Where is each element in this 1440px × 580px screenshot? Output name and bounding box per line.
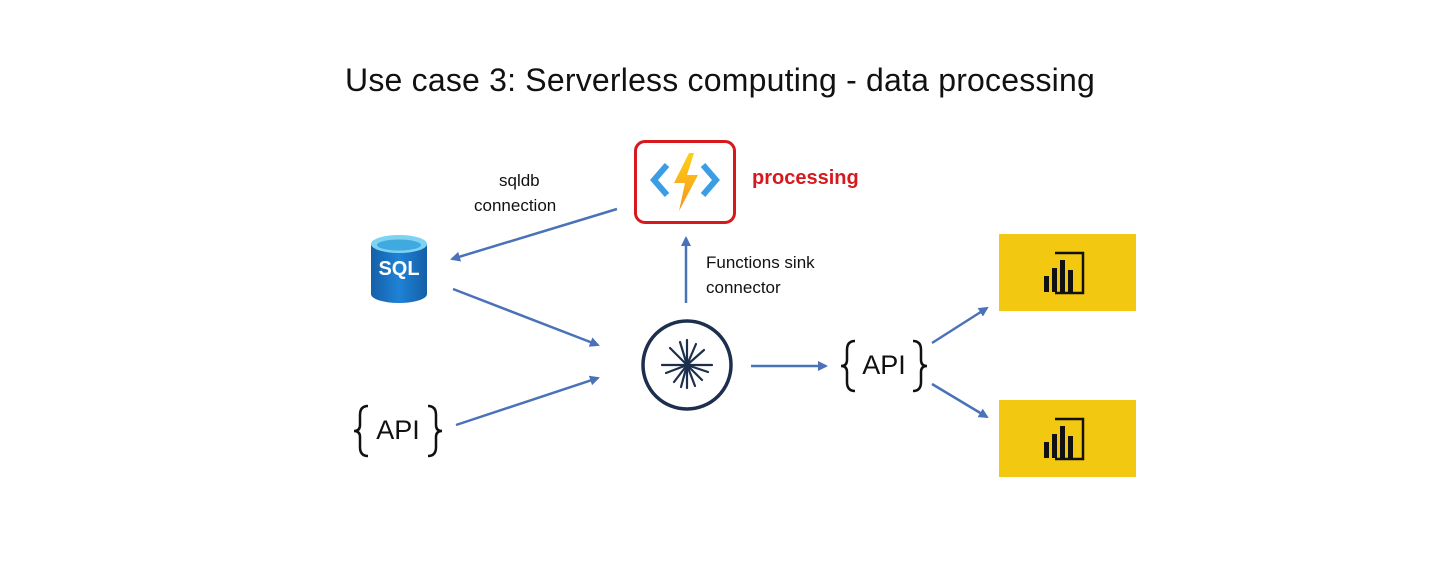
sink-label-line1: Functions sink [706,253,815,272]
arrow-api-to-powerbi-top [931,306,989,345]
api-node-left: API [352,403,444,459]
sql-database-icon: SQL [369,234,429,304]
api-left-text: API [376,415,420,445]
arrow-api-to-kafka [455,375,600,427]
azure-functions-icon [650,153,720,211]
arrow-sql-to-kafka [452,287,600,347]
kafka-icon [640,318,734,412]
power-bi-tile-top [999,234,1136,311]
sqldb-label-line1: sqldb [499,171,540,190]
azure-functions-node [634,140,736,224]
power-bi-icon [1044,417,1085,461]
api-icon [353,404,443,458]
sink-label-line2: connector [706,278,781,297]
arrow-api-to-powerbi-bottom [931,382,989,419]
diagram-title: Use case 3: Serverless computing - data … [345,62,1095,98]
processing-label: processing [752,167,859,189]
api-icon [840,339,928,393]
api-right-text: API [862,350,906,380]
sqldb-label-line2: connection [474,196,557,215]
sql-text: SQL [378,258,420,280]
arrow-functions-to-sql [450,207,618,262]
power-bi-tile-bottom [999,400,1136,477]
power-bi-icon [1044,251,1085,295]
api-node-right: API [840,338,928,394]
